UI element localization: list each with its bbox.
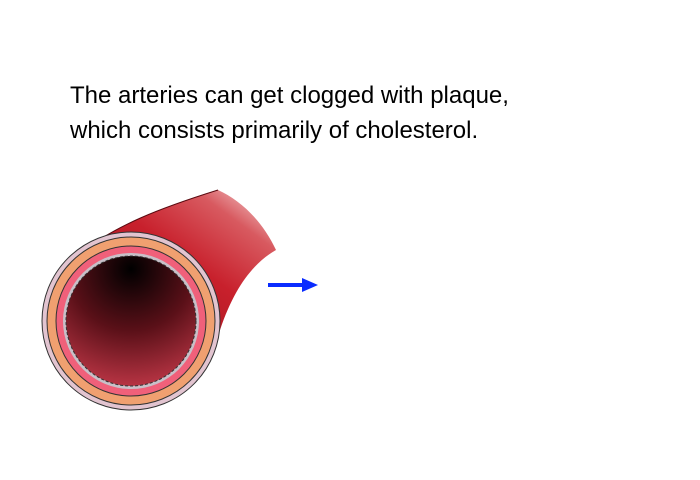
caption-line-2: which consists primarily of cholesterol.: [70, 117, 479, 144]
caption-text: The arteries can get clogged with plaque…: [70, 78, 509, 148]
caption-line-1: The arteries can get clogged with plaque…: [70, 82, 509, 109]
artery-lumen: [65, 255, 197, 387]
arrow-right-icon: [268, 278, 318, 292]
